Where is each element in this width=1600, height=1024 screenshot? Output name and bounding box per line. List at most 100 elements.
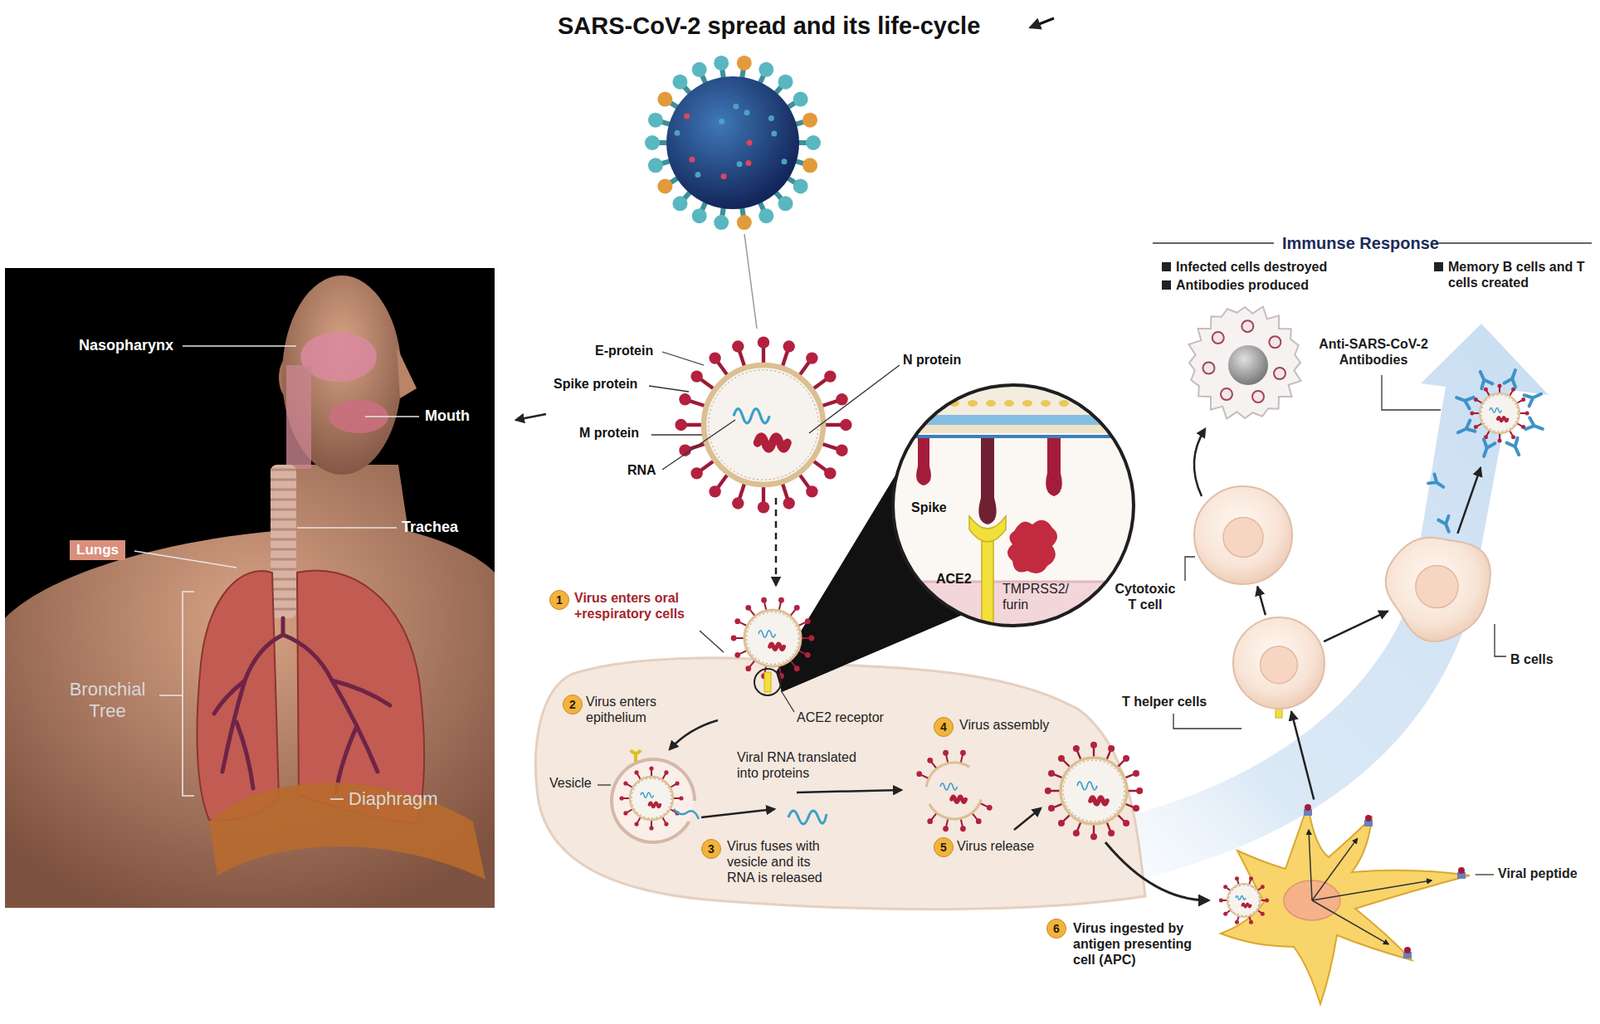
spike-protein: [648, 157, 664, 173]
spike-protein: [1090, 741, 1098, 749]
spike-protein: [1483, 387, 1488, 392]
spike-protein: [670, 784, 677, 788]
spike-protein: [637, 817, 641, 824]
spike-protein: [1117, 760, 1124, 767]
cell-label: Cytotoxic T cell: [1112, 580, 1179, 613]
flow-arrow: [1291, 711, 1314, 800]
part-label: ACE2: [936, 570, 972, 587]
cell-body: [1233, 617, 1325, 709]
spike-protein: [1473, 424, 1479, 430]
antibody: [1525, 418, 1534, 430]
spike-protein: [942, 825, 949, 832]
nose: [396, 346, 417, 399]
spike-protein: [1132, 804, 1140, 812]
leader-line: [744, 234, 757, 329]
spike-protein: [1469, 411, 1474, 416]
spike-protein: [835, 393, 848, 405]
antibody: [1445, 523, 1449, 532]
bullet-text: Memory B cells and T cells created: [1448, 258, 1590, 291]
virus-particle: [1252, 390, 1264, 403]
cell-body: [1194, 486, 1293, 585]
spike-protein: [1517, 400, 1522, 404]
spike-protein: [708, 485, 721, 498]
part-label: E-protein: [595, 342, 654, 359]
epithelial-cell: [535, 658, 1146, 910]
antibody: [1534, 425, 1543, 430]
spike-protein: [731, 635, 737, 642]
spike-protein: [804, 652, 811, 659]
spike-protein: [790, 609, 796, 616]
leader-line: [1381, 375, 1441, 410]
free-antibodies: [1428, 473, 1449, 532]
spike-protein: [749, 660, 755, 668]
spike-protein: [662, 774, 666, 781]
spike-protein: [692, 208, 708, 224]
callout-number: 1: [549, 590, 570, 610]
surface-protein: [721, 173, 727, 180]
leader-line: [780, 690, 795, 713]
trachea-ring: [270, 558, 297, 561]
trachea-ring: [270, 508, 297, 512]
spike-protein: [794, 665, 800, 672]
membrane-dot: [1004, 400, 1015, 407]
trachea-ring: [270, 598, 297, 601]
antigen-presenting-cell: Virus ingested by antigen presenting cel…: [1204, 800, 1479, 1010]
section-heading: Immunse Response: [1282, 233, 1440, 254]
trachea-ring: [270, 578, 297, 581]
spike-protein: [623, 810, 628, 815]
spike-protein: [734, 618, 741, 625]
surface-protein: [683, 112, 690, 119]
spike-protein: [678, 393, 691, 405]
anatomy-label: Bronchial Tree: [59, 678, 156, 723]
n-protein: [1090, 797, 1108, 805]
leader-line: [809, 365, 900, 434]
spike-protein: [794, 604, 800, 611]
ace2-receptor: [969, 516, 1006, 542]
antibody: [1515, 446, 1520, 455]
spike-protein: [778, 597, 785, 604]
bronchial-tree: [214, 618, 391, 793]
spike-protein: [793, 178, 809, 194]
spike-protein: [678, 795, 683, 800]
node-shape: [1204, 800, 1479, 1010]
viral-envelope: [926, 762, 969, 786]
part-label: M protein: [579, 424, 640, 441]
trachea-ring: [270, 548, 297, 552]
spike-protein: [648, 112, 664, 128]
spike-protein: [793, 92, 809, 108]
antibody: [1436, 482, 1444, 488]
spike-protein: [657, 178, 673, 194]
spike-protein: [1477, 423, 1483, 427]
membrane-dot: [912, 400, 923, 407]
spike-protein: [648, 825, 654, 830]
spike-protein: [757, 336, 770, 348]
kill-arrow: [1194, 429, 1205, 497]
ace2-receptor: [630, 750, 641, 762]
virus-schematic: [674, 336, 852, 513]
antibody: [1504, 378, 1517, 387]
viral-peptide: [1304, 804, 1312, 811]
membrane-dot: [1095, 400, 1106, 407]
viral-rna: [1077, 781, 1098, 791]
zoom-inset: [887, 381, 1146, 634]
antibody: [1458, 429, 1467, 434]
spike-protein: [783, 340, 796, 352]
spike-protein: [1498, 433, 1501, 440]
spike-protein: [805, 485, 818, 498]
spike-protein: [657, 92, 673, 108]
trachea-ring: [270, 528, 297, 532]
tmprss2-protease: [1007, 520, 1058, 574]
spike-protein: [736, 214, 752, 230]
spike-protein: [1048, 770, 1055, 777]
trachea-rings: [270, 469, 297, 610]
spike-protein: [736, 55, 752, 71]
ace2-receptor: [764, 672, 771, 693]
viral-rna: [733, 409, 770, 424]
transport-arrow: [1312, 880, 1432, 901]
spike-protein: [634, 770, 639, 775]
virus-membrane: [887, 434, 1146, 439]
part-label: TMPRSS2/ furin: [1002, 580, 1082, 613]
n-protein: [770, 643, 785, 650]
flow-arrow: [1457, 467, 1481, 534]
